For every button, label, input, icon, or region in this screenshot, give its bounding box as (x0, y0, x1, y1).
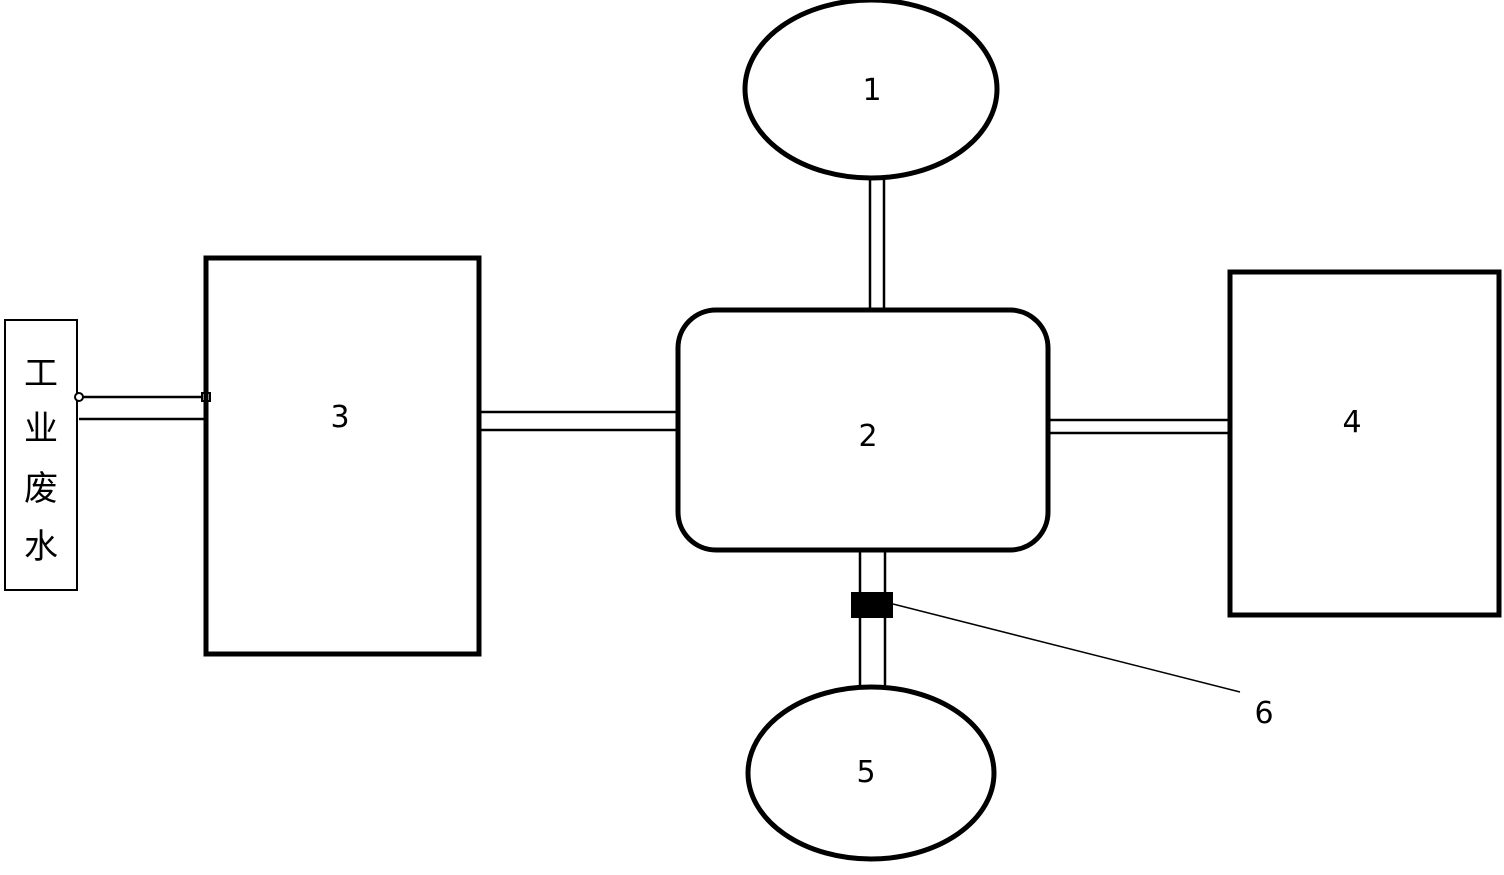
pipe-2-to-5 (858, 552, 887, 688)
node-4-label: 4 (1342, 405, 1361, 440)
node-3-box: 3 (203, 255, 482, 657)
node-1-label: 1 (862, 73, 881, 108)
source-char-3: 废 (24, 469, 58, 509)
node-5-ellipse: 5 (745, 684, 997, 862)
valve-leader-line (892, 603, 1241, 693)
node-6-valve: 6 (851, 592, 1274, 731)
node-5-label: 5 (856, 755, 875, 790)
pipe-source-to-3 (74, 392, 211, 421)
source-box-industrial-wastewater: 工 业 废 水 (4, 319, 78, 591)
source-char-2: 业 (24, 409, 58, 449)
node-1-ellipse: 1 (742, 0, 1000, 181)
node-6-label: 6 (1254, 696, 1273, 731)
node-2-box: 2 (675, 307, 1051, 553)
node-2-label: 2 (858, 419, 877, 454)
pipe-3-to-2 (481, 410, 678, 432)
connector-dot-left (74, 392, 84, 402)
node-4-box: 4 (1227, 269, 1502, 618)
source-char-1: 工 (24, 354, 58, 394)
source-char-4: 水 (24, 527, 58, 567)
pipe-2-to-4 (1050, 418, 1230, 435)
pipe-1-to-2 (868, 178, 886, 310)
node-3-label: 3 (330, 400, 349, 435)
